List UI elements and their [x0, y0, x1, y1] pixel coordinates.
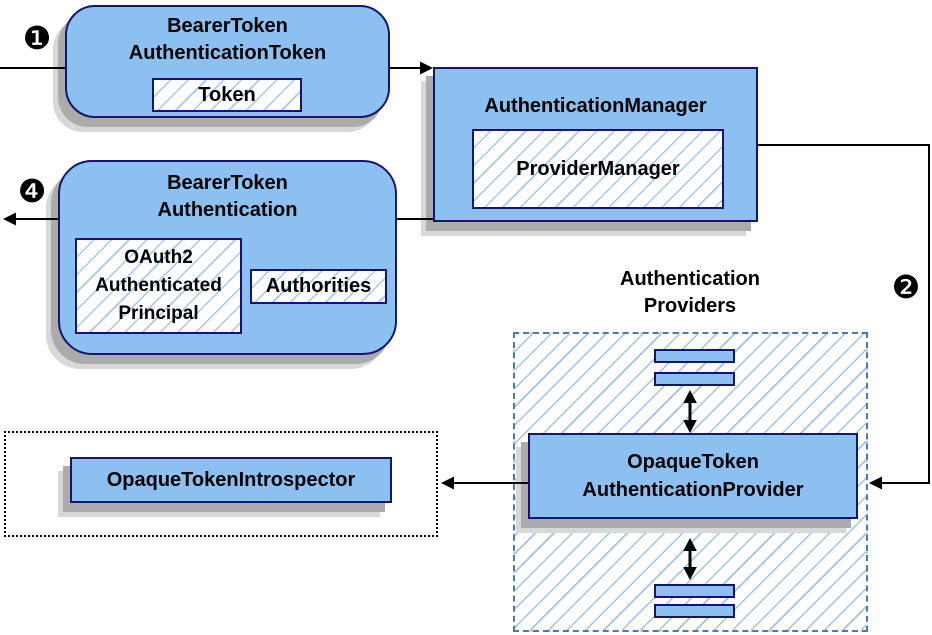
node-title: BearerToken AuthenticationToken [67, 13, 388, 67]
label-line: Providers [643, 295, 737, 317]
title-line: Authentication [157, 199, 298, 221]
provider-placeholder-bar [654, 372, 735, 386]
token-label: Token [198, 83, 256, 106]
arrowhead-right-icon [420, 61, 433, 75]
arrowhead-left-icon [441, 476, 454, 490]
title-line: OpaqueToken [627, 451, 759, 473]
title-line: BearerToken [167, 15, 288, 37]
step-4-badge-icon: ❹ [17, 173, 47, 209]
node-opaque-token-authentication-provider: OpaqueToken AuthenticationProvider [528, 433, 858, 519]
inner-token-box: Token [152, 78, 302, 112]
inner-oauth2-authenticated-principal-box: OAuth2 Authenticated Principal [75, 238, 242, 334]
inner-provider-manager-box: ProviderManager [472, 129, 724, 209]
provider-placeholder-bar [654, 349, 735, 363]
provider-manager-label: ProviderManager [516, 157, 680, 180]
principal-line: OAuth2 [124, 247, 193, 268]
authentication-providers-label: Authentication Providers [555, 266, 825, 320]
introspector-label: OpaqueTokenIntrospector [106, 468, 356, 491]
title-line: BearerToken [167, 172, 288, 194]
principal-line: Principal [118, 303, 199, 324]
node-title: OpaqueToken AuthenticationProvider [530, 435, 856, 517]
step-2-badge-icon: ❷ [891, 269, 921, 305]
authorities-label: Authorities [265, 275, 372, 297]
arrowhead-left-icon [869, 476, 882, 490]
node-opaque-token-introspector: OpaqueTokenIntrospector [70, 457, 392, 503]
inner-authorities-box: Authorities [250, 269, 387, 304]
node-authentication-manager: AuthenticationManager ProviderManager [433, 67, 758, 222]
node-bearer-token-authentication: BearerToken Authentication OAuth2 Authen… [58, 160, 397, 355]
title-line: AuthenticationToken [128, 42, 327, 64]
label-line: Authentication [620, 268, 760, 290]
provider-placeholder-bar [654, 584, 735, 598]
arrowhead-left-icon [3, 212, 16, 226]
title-line: AuthenticationProvider [582, 479, 804, 501]
step-1-badge-icon: ❶ [22, 20, 52, 56]
title-line: AuthenticationManager [484, 95, 707, 117]
node-bearer-token-authentication-token: BearerToken AuthenticationToken Token [65, 5, 390, 118]
node-title: BearerToken Authentication [60, 170, 395, 224]
node-title: AuthenticationManager [435, 93, 756, 120]
principal-line: Authenticated [95, 275, 222, 296]
provider-placeholder-bar [654, 604, 735, 618]
